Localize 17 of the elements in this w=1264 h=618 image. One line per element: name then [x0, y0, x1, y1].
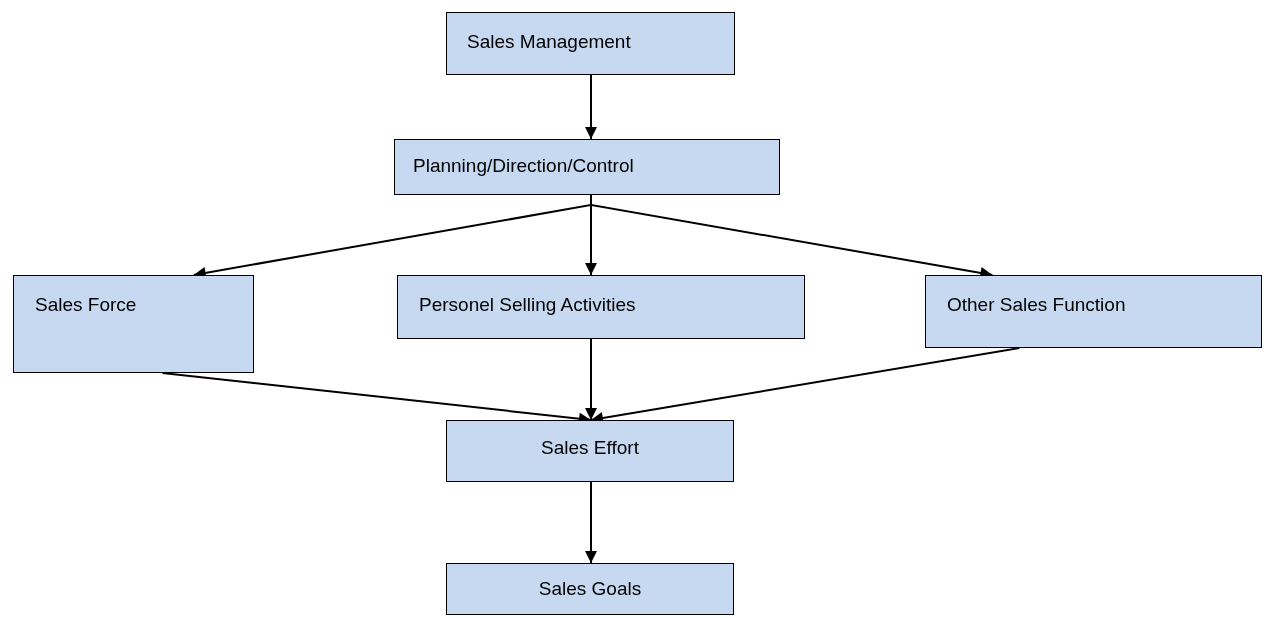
process-box: [925, 275, 1262, 348]
box-label: Sales Management: [467, 31, 631, 53]
arrow: [585, 74, 597, 140]
box-label: Other Sales Function: [947, 294, 1126, 316]
process-box: [446, 420, 734, 482]
process-box: [394, 139, 780, 195]
box-label: Sales Effort: [540, 437, 640, 459]
process-box: [13, 275, 254, 373]
process-box: [446, 563, 734, 615]
box-label: Sales Goals: [537, 578, 643, 600]
arrow: [585, 338, 597, 421]
box-label: Personel Selling Activities: [419, 294, 636, 316]
box-label: Planning/Direction/Control: [413, 155, 634, 177]
process-box: [397, 275, 805, 339]
box-label: Sales Force: [35, 294, 137, 316]
arrow: [585, 481, 597, 564]
process-box: [446, 12, 735, 75]
